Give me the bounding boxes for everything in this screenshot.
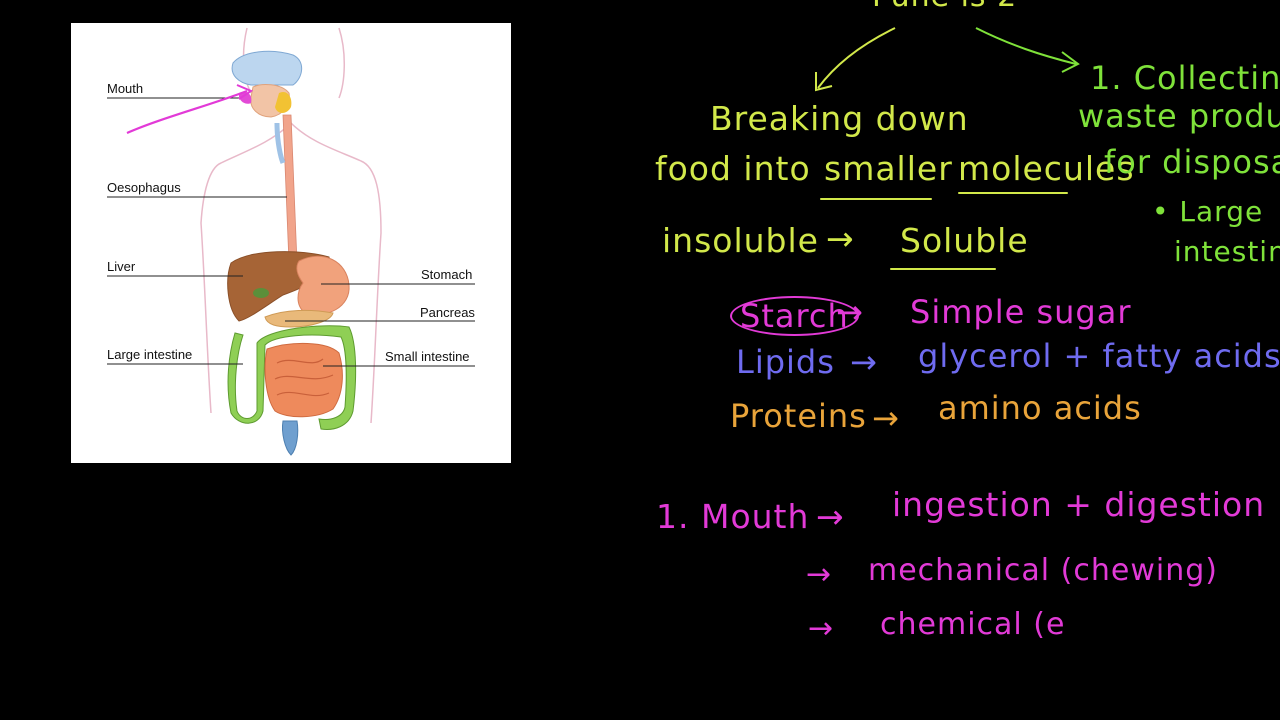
note-large-2: intestine	[1174, 235, 1280, 268]
label-oesophagus: Oesophagus	[107, 180, 181, 195]
note-collecting-1: 1. Collecting	[1090, 59, 1280, 97]
note-arrow-mouth: →	[816, 497, 845, 536]
note-mechanical: mechanical (chewing)	[868, 553, 1218, 588]
note-arrow-chemical: →	[808, 611, 835, 646]
note-glycerol: glycerol + fatty acids	[918, 337, 1280, 375]
digestive-system-illustration	[107, 27, 475, 456]
note-lipids: Lipids	[736, 343, 835, 381]
label-pancreas: Pancreas	[420, 305, 475, 320]
label-mouth: Mouth	[107, 81, 144, 96]
note-arrow-proteins: →	[872, 399, 900, 437]
note-starch: Starch	[730, 296, 859, 336]
note-chemical: chemical (e	[880, 607, 1066, 642]
note-top-partial: Pune is 2	[872, 0, 1017, 12]
note-proteins: Proteins	[730, 397, 867, 435]
note-breaking-down: Breaking down	[710, 99, 969, 138]
note-amino-acids: amino acids	[938, 389, 1142, 427]
note-arrow-mechanical: →	[806, 557, 833, 592]
label-small-intestine: Small intestine	[385, 349, 470, 364]
label-large-intestine: Large intestine	[107, 347, 193, 362]
note-insoluble: insoluble	[662, 221, 819, 260]
label-stomach: Stomach	[421, 267, 473, 282]
note-soluble: Soluble	[900, 221, 1029, 260]
note-collecting-3: for disposal	[1104, 143, 1280, 181]
note-collecting-2: waste products	[1078, 97, 1280, 135]
note-arrow-lipids: →	[850, 343, 878, 381]
note-food-into: food into	[655, 149, 811, 188]
note-molecules: molecules	[958, 149, 1135, 188]
underline-smaller	[820, 198, 932, 200]
note-arrow-insoluble: →	[826, 219, 855, 258]
note-large-1: • Large	[1152, 195, 1264, 228]
label-liver: Liver	[107, 259, 136, 274]
underline-soluble	[890, 268, 996, 270]
note-smaller: smaller	[824, 149, 953, 188]
note-mouth-step: 1. Mouth	[656, 497, 810, 536]
note-arrow-starch: →	[836, 293, 864, 331]
note-ingestion: ingestion + digestion	[892, 485, 1266, 524]
note-simple-sugar: Simple sugar	[910, 293, 1132, 331]
underline-molecules	[958, 192, 1068, 194]
digestive-system-diagram: Mouth Oesophagus Liver Stomach Pancreas …	[71, 23, 511, 463]
